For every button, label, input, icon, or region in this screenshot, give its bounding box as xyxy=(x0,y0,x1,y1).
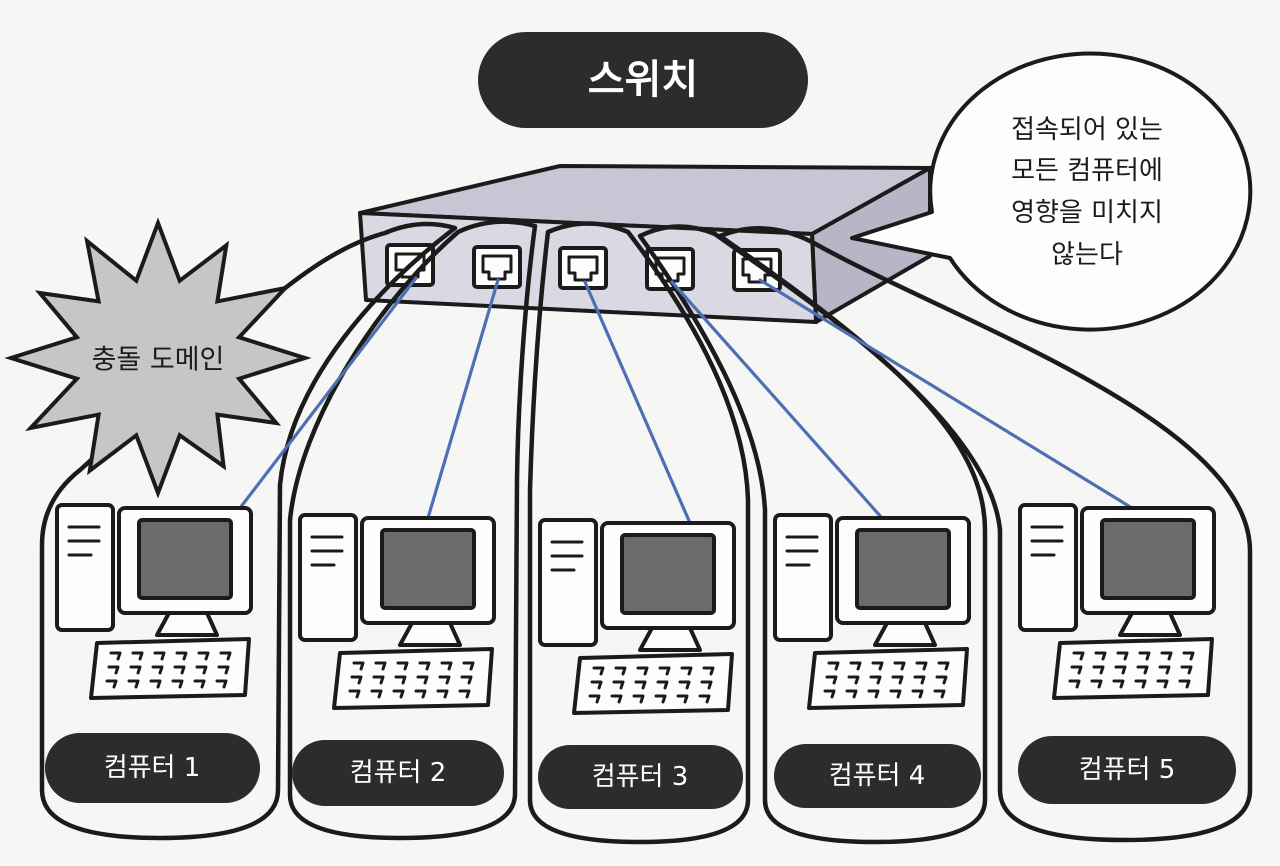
computer-2 xyxy=(298,513,496,710)
computer-label-5: 컴퓨터 5 xyxy=(1018,736,1236,804)
keyboard xyxy=(807,647,969,710)
switch-title: 스위치 xyxy=(588,57,698,103)
computer-1 xyxy=(55,503,253,700)
keyboard-keys xyxy=(823,661,950,699)
computer-5 xyxy=(1018,503,1216,700)
keyboard xyxy=(89,637,251,700)
title-pill-background xyxy=(478,32,808,128)
cable-port-3 xyxy=(583,280,692,525)
collision-domain-loop-2 xyxy=(287,219,538,841)
port-jack-outline xyxy=(732,248,782,292)
port-jack-socket xyxy=(481,254,513,281)
switch-port-5 xyxy=(732,248,782,292)
computer-label-text: 컴퓨터 1 xyxy=(104,753,201,783)
label-pill-background xyxy=(292,740,504,806)
keyboard-keys xyxy=(1068,651,1195,689)
computer-labels: 컴퓨터 1 컴퓨터 2 컴퓨터 3 컴퓨터 4 컴퓨터 5 xyxy=(45,733,1236,809)
switch-port-3 xyxy=(558,246,608,290)
label-pill-background xyxy=(45,733,260,803)
speech-bubble: 접속되어 있는 모든 컴퓨터에 영향을 미치지 않는다 xyxy=(850,51,1253,332)
monitor-stand xyxy=(638,626,702,652)
monitor-stand xyxy=(155,611,219,637)
monitor-screen xyxy=(1100,518,1196,600)
computer-label-4: 컴퓨터 4 xyxy=(774,744,981,808)
keyboard xyxy=(572,652,734,715)
speech-bubble-shape xyxy=(850,51,1253,332)
keyboard-keys xyxy=(588,666,715,704)
keyboard xyxy=(1052,637,1214,700)
monitor-screen xyxy=(620,533,716,615)
tower-case xyxy=(538,518,598,647)
computer-label-3: 컴퓨터 3 xyxy=(538,745,743,809)
computer-label-2: 컴퓨터 2 xyxy=(292,740,504,806)
cable-port-4 xyxy=(670,280,884,520)
keyboard-keys xyxy=(105,651,232,689)
speech-bubble-line-2: 모든 컴퓨터에 xyxy=(1011,156,1163,186)
tower-case xyxy=(298,513,358,642)
monitor-screen xyxy=(855,528,951,610)
computer-4 xyxy=(773,513,971,710)
monitor-stand xyxy=(398,621,462,647)
keyboard-keys xyxy=(348,661,475,699)
network-cables xyxy=(238,276,1134,525)
monitor-stand xyxy=(873,621,937,647)
tower-case xyxy=(1018,503,1078,632)
computer-label-text: 컴퓨터 2 xyxy=(350,758,447,788)
monitor-screen xyxy=(137,518,233,600)
monitor-screen xyxy=(380,528,476,610)
label-pill-background xyxy=(1018,736,1236,804)
tower-case xyxy=(773,513,833,642)
switch-port-2 xyxy=(472,245,522,289)
keyboard xyxy=(332,647,494,710)
port-jack-socket xyxy=(567,255,599,282)
computer-label-text: 컴퓨터 5 xyxy=(1079,755,1176,785)
cable-port-2 xyxy=(426,278,500,520)
speech-bubble-line-1: 접속되어 있는 xyxy=(1011,115,1163,145)
computer-label-1: 컴퓨터 1 xyxy=(45,733,260,803)
speech-bubble-line-3: 영향을 미치지 xyxy=(1011,198,1163,228)
label-pill-background xyxy=(538,745,743,809)
network-switch xyxy=(358,164,932,324)
collision-domain-starburst xyxy=(4,217,312,499)
tower-case xyxy=(55,503,115,632)
collision-domain-callout: 충돌 도메인 xyxy=(4,217,312,499)
collision-domain-loop-3 xyxy=(527,221,751,845)
port-jack-outline xyxy=(558,246,608,290)
cable-port-1 xyxy=(238,276,418,510)
collision-domain-loop-5 xyxy=(717,226,1253,843)
monitor-stand xyxy=(1118,611,1182,637)
cable-port-5 xyxy=(758,278,1134,510)
port-jack-socket xyxy=(394,252,426,279)
computer-label-text: 컴퓨터 3 xyxy=(592,762,689,792)
computer-3 xyxy=(538,518,736,715)
collision-domain-label: 충돌 도메인 xyxy=(92,345,225,376)
computers xyxy=(55,503,1216,715)
label-pill-background xyxy=(774,744,981,808)
computer-label-text: 컴퓨터 4 xyxy=(829,761,926,791)
switch-title-pill: 스위치 xyxy=(478,32,808,128)
speech-bubble-line-4: 않는다 xyxy=(1051,240,1123,270)
